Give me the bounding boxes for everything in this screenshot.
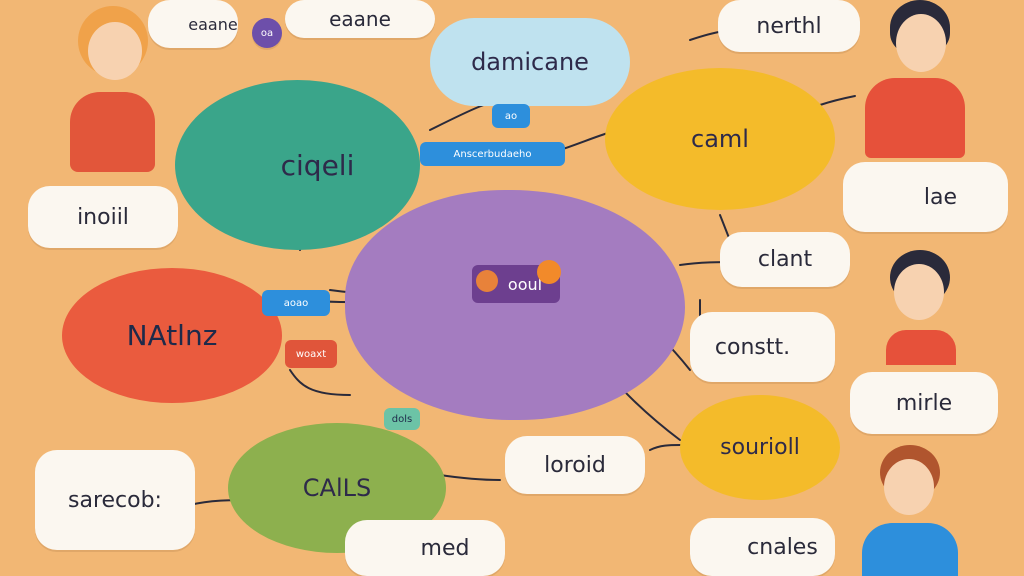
red-node-label: NAtlnz [126,319,218,352]
yellow-top-node[interactable]: caml [605,68,835,210]
bubble-bottom-right-text: cnales [747,534,818,560]
yellow-top-node-label: caml [691,125,749,153]
blue-small-chip-label: ao [504,110,518,122]
bubble-bottom-left-text: sarecob: [68,487,162,513]
bubble-bottom-mid[interactable]: med [345,520,505,576]
orange-blob-icon [476,270,498,292]
bubble-bottom-left[interactable]: sarecob: [35,450,195,550]
center-node-label: ooul [507,274,543,294]
bubble-right-mirle-text: mirle [895,390,953,416]
green-node-label: CAlLS [302,474,372,502]
bubble-top-small-text: oa [260,27,274,39]
blue-dots-chip-label: dols [391,413,413,425]
bubble-top-left-text: eaane [188,14,238,34]
person-icon-top-left [60,0,170,175]
orange-blob-icon-2 [537,260,561,284]
blue-dots-chip[interactable]: dols [384,408,420,430]
bubble-center-bottom[interactable]: loroid [505,436,645,494]
center-node[interactable] [345,190,685,420]
red-node[interactable]: NAtlnz [62,268,282,403]
person-icon-top-right [860,0,980,160]
bubble-right-lae[interactable]: lae [843,162,1008,232]
bubble-bottom-right[interactable]: cnales [690,518,835,576]
bubble-top-center-text: eaane [329,7,391,31]
red-small-chip[interactable]: woaxt [285,340,337,368]
teal-node[interactable]: ciqeli [175,80,420,250]
top-blue-node[interactable]: damicane [430,18,630,106]
yellow-bottom-node[interactable]: sourioll [680,395,840,500]
bubble-bottom-mid-text: med [420,535,470,561]
bubble-right-top-text: nerthl [756,13,822,39]
top-blue-node-label: damicane [471,48,589,76]
blue-left-chip[interactable]: aoao [262,290,330,316]
bubble-right-lae-text: lae [923,184,958,210]
blue-left-chip-label: aoao [283,297,309,309]
bubble-center-bottom-text: loroid [544,452,606,478]
person-icon-bottom-right [860,445,960,576]
bubble-left-text: inoiil [77,204,129,230]
blue-small-chip[interactable]: ao [492,104,530,128]
yellow-bottom-node-label: sourioll [720,435,800,460]
blue-long-chip[interactable]: Anscerbudaeho [420,142,565,166]
bubble-right-top[interactable]: nerthl [718,0,860,52]
bubble-top-center[interactable]: eaane [285,0,435,38]
bubble-right-const-text: constt. [714,334,791,360]
bubble-right-clant-text: clant [757,247,813,272]
bubble-left[interactable]: inoiil [28,186,178,248]
bubble-right-clant[interactable]: clant [720,232,850,287]
bubble-top-left[interactable]: eaane [148,0,238,48]
bubble-right-const[interactable]: constt. [690,312,835,382]
red-small-chip-label: woaxt [295,348,327,360]
bubble-right-mirle[interactable]: mirle [850,372,998,434]
bubble-top-small[interactable]: oa [252,18,282,48]
person-icon-mid-right [880,250,960,365]
teal-node-label: ciqeli [280,148,355,182]
blue-long-chip-label: Anscerbudaeho [453,148,532,160]
